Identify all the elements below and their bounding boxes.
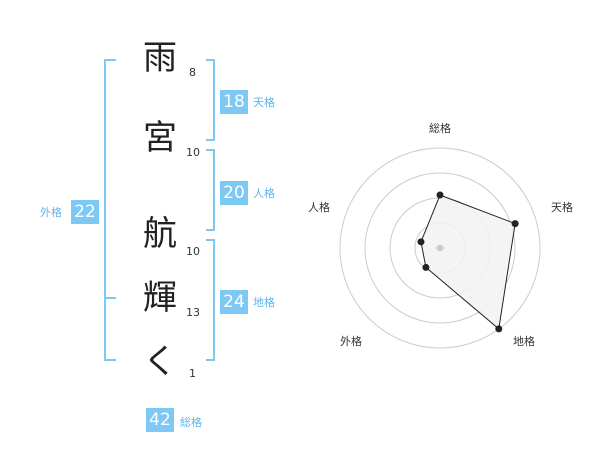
gaikaku-value: 22 — [71, 200, 99, 224]
radar-point-tenkaku — [511, 220, 519, 228]
jinkaku-bracket — [206, 149, 215, 231]
gaikaku-bracket — [104, 59, 116, 361]
chikaku-bracket — [206, 239, 215, 361]
tenkaku-label: 天格 — [253, 96, 275, 109]
radar-point-jinkaku — [417, 238, 425, 246]
gaikaku-label: 外格 — [40, 206, 62, 219]
stroke-count-4: 13 — [186, 306, 200, 319]
name-char-4: 輝 — [143, 278, 177, 318]
tenkaku-bracket — [206, 59, 215, 141]
stroke-count-3: 10 — [186, 245, 200, 258]
radar-label-soukaku: 総格 — [429, 122, 451, 135]
radar-ring — [339, 147, 541, 349]
name-char-3: 航 — [143, 214, 177, 254]
stroke-count-2: 10 — [186, 146, 200, 159]
name-char-2: 宮 — [143, 118, 177, 158]
chikaku-label: 地格 — [253, 296, 275, 309]
soukaku-value: 42 — [146, 408, 174, 432]
radar-point-gaikaku — [422, 263, 430, 271]
radar-center — [436, 244, 444, 252]
chikaku-value: 24 — [220, 290, 248, 314]
jinkaku-label: 人格 — [253, 187, 275, 200]
name-char-1: 雨 — [143, 38, 177, 78]
name-char-5: く — [143, 342, 177, 382]
radar-label-chikaku: 地格 — [513, 335, 535, 348]
stroke-count-5: 1 — [189, 367, 196, 380]
radar-label-tenkaku: 天格 — [551, 201, 573, 214]
radar-point-soukaku — [436, 191, 444, 199]
radar-ring — [364, 172, 516, 324]
radar-label-jinkaku: 人格 — [308, 201, 330, 214]
stroke-count-1: 8 — [189, 66, 196, 79]
jinkaku-value: 20 — [220, 181, 248, 205]
radar-polygon — [420, 194, 516, 330]
soukaku-label: 総格 — [180, 416, 202, 429]
radar-label-gaikaku: 外格 — [340, 335, 362, 348]
tenkaku-value: 18 — [220, 90, 248, 114]
radar-point-chikaku — [495, 325, 503, 333]
